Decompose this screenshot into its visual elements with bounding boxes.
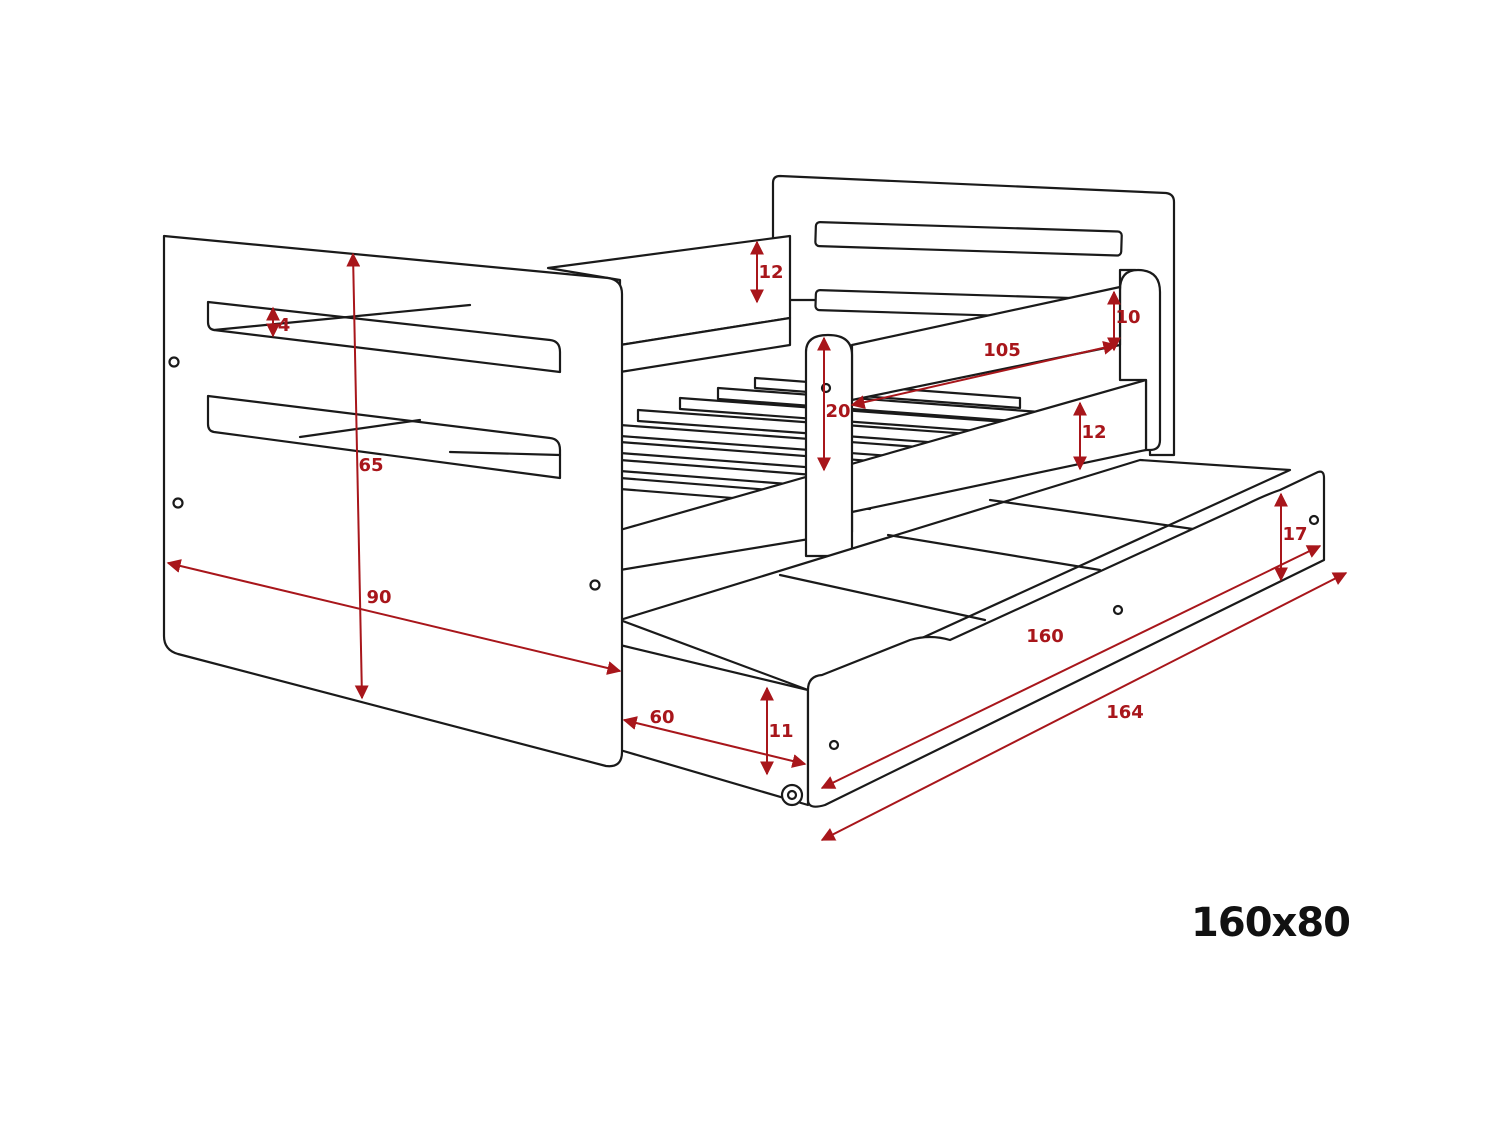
dim-label-11: 11	[768, 721, 793, 742]
dim-line-60	[622, 716, 807, 768]
dim-label-164: 164	[1106, 702, 1144, 723]
dim-label-20: 20	[825, 401, 850, 422]
drawer-side-hole-right	[1308, 514, 1320, 526]
headboard-cutout-upper	[206, 300, 562, 374]
dim-label-65: 65	[358, 455, 383, 476]
dim-label-105: 105	[983, 340, 1021, 361]
right-guard-post	[1118, 268, 1162, 452]
dim-label-12-side: 12	[1081, 422, 1106, 443]
dim-label-10: 10	[1115, 307, 1140, 328]
dim-label-4: 4	[278, 315, 291, 336]
dim-label-17: 17	[1282, 524, 1307, 545]
dim-label-12-back: 12	[758, 262, 783, 283]
dim-line-164	[820, 572, 1348, 841]
caster-wheel	[780, 783, 804, 807]
headboard-hole-low	[589, 579, 601, 591]
drawer-side-hole	[828, 739, 840, 751]
dim-label-90: 90	[366, 587, 391, 608]
headboard-hole-mid	[172, 497, 184, 509]
headboard-hole-top	[168, 356, 180, 368]
dim-label-60: 60	[649, 707, 674, 728]
dim-line-90	[166, 559, 622, 675]
bed-size-label: 160x80	[1191, 900, 1351, 946]
dim-label-160: 160	[1026, 626, 1064, 647]
dim-line-105	[850, 340, 1118, 410]
headboard-cutout-lower	[206, 394, 562, 480]
guard-post	[804, 333, 854, 558]
drawer-knob-hole	[1112, 604, 1124, 616]
back-headboard-slot-upper	[814, 221, 1123, 257]
